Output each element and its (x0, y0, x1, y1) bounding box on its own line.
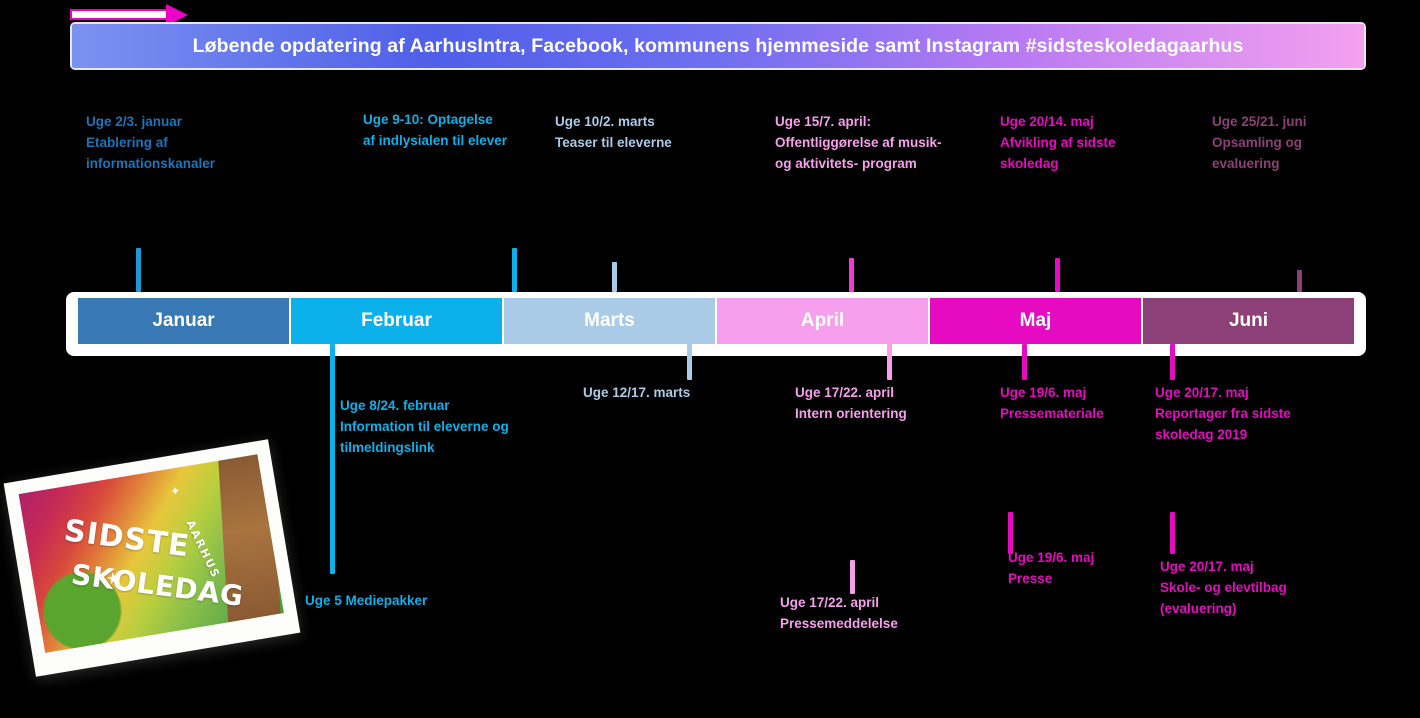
right-arrow-icon (70, 4, 190, 26)
month-cell-marts[interactable]: Marts (504, 298, 717, 344)
event-date: Uge 20/17. maj (1155, 385, 1249, 400)
photo-image: SIDSTE SKOLEDAG AARHUS ★ ✦ (18, 454, 284, 653)
event-date: Uge 8/24. februar (340, 398, 450, 413)
sidste-skoledag-photo: SIDSTE SKOLEDAG AARHUS ★ ✦ (3, 439, 301, 677)
event-text: Pressemateriale (1000, 405, 1104, 421)
event-maj-afvikling-tick (1055, 258, 1060, 292)
arrow-head (166, 4, 188, 26)
photo-word-aarhus: AARHUS (183, 518, 223, 582)
event-februar-optagelse-tick (512, 248, 517, 292)
event-text: af indlysialen til elever (363, 132, 508, 148)
event-text: Reportager fra sidste skoledag 2019 (1155, 405, 1291, 442)
event-text: Teaser til eleverne (555, 134, 672, 150)
month-bar: Januar Februar Marts April Maj Juni (78, 298, 1354, 344)
event-date: Uge 20/14. maj (1000, 114, 1094, 129)
month-cell-januar[interactable]: Januar (78, 298, 291, 344)
month-label: Januar (152, 310, 215, 331)
event-marts-teaser-tick (612, 262, 617, 292)
event-date: Uge 19/6. maj (1008, 550, 1095, 565)
event-text: Opsamling og evaluering (1212, 134, 1303, 171)
star-icon: ★ (105, 569, 123, 589)
event-maj-reportager-tick (1170, 344, 1175, 380)
event-februar-optagelse[interactable]: Uge 9-10: Optagelse af indlysialen til el… (363, 110, 528, 152)
event-maj-pressemateriale-tick (1022, 344, 1027, 380)
event-date: Uge 12/17. marts (583, 385, 691, 400)
event-text: Skole- og elevtilbag (evaluering) (1160, 579, 1287, 616)
event-april-pressemeddelelse-tick (850, 560, 855, 594)
event-date: Uge 17/22. april (780, 595, 880, 610)
event-date: Uge 10/2. marts (555, 114, 655, 129)
star-icon: ✦ (169, 483, 182, 500)
event-april-offentliggorelse-tick (849, 258, 854, 292)
event-april-intern-tick (887, 344, 892, 380)
month-label: Maj (1019, 310, 1052, 331)
event-marts-uge12-tick (687, 344, 692, 380)
event-april-offentliggorelse[interactable]: Uge 15/7. april: Offentliggørelse af musi… (775, 112, 945, 175)
arrow-shaft (70, 9, 168, 20)
event-date: Uge 5 Mediepakker (305, 593, 428, 608)
event-januar-tick (136, 248, 141, 292)
event-februar-information-tick (330, 344, 335, 574)
event-date: Uge 9-10: Optagelse (363, 112, 493, 127)
event-text: Pressemeddelelse (780, 615, 898, 631)
event-text: Etablering af informationskanaler (86, 134, 216, 171)
event-marts-uge12[interactable]: Uge 12/17. marts (583, 383, 753, 404)
month-cell-maj[interactable]: Maj (930, 298, 1143, 344)
event-date: Uge 20/17. maj (1160, 559, 1254, 574)
event-text: Offentliggørelse af musik- og aktivitets… (775, 134, 942, 171)
month-label: April (800, 310, 845, 331)
month-cell-februar[interactable]: Februar (291, 298, 504, 344)
event-date: Uge 15/7. april: (775, 114, 872, 129)
event-text: Presse (1008, 570, 1053, 586)
event-date: Uge 17/22. april (795, 385, 895, 400)
event-text: Afvikling af sidste skoledag (1000, 134, 1116, 171)
event-date: Uge 2/3. januar (86, 114, 183, 129)
month-cell-april[interactable]: April (717, 298, 930, 344)
event-februar-mediepakker[interactable]: Uge 5 Mediepakker (305, 591, 525, 612)
event-juni-opsamling-tick (1297, 270, 1302, 292)
continuous-update-banner: Løbende opdatering af AarhusIntra, Faceb… (72, 24, 1364, 68)
photo-word-skoledag: SKOLEDAG (69, 557, 246, 613)
event-date: Uge 25/21. juni (1212, 114, 1307, 129)
event-maj-presse-tick (1008, 512, 1013, 554)
month-label: Juni (1228, 310, 1269, 331)
month-label: Februar (361, 310, 432, 331)
event-text: Information til eleverne og tilmeldingsl… (340, 418, 509, 455)
event-maj-skoletilbag-tick (1170, 512, 1175, 554)
month-label: Marts (584, 310, 635, 331)
event-text: Intern orientering (795, 405, 907, 421)
month-cell-juni[interactable]: Juni (1143, 298, 1354, 344)
event-date: Uge 19/6. maj (1000, 385, 1087, 400)
photo-word-sidste: SIDSTE (61, 513, 192, 565)
banner-text: Løbende opdatering af AarhusIntra, Faceb… (192, 34, 1244, 57)
